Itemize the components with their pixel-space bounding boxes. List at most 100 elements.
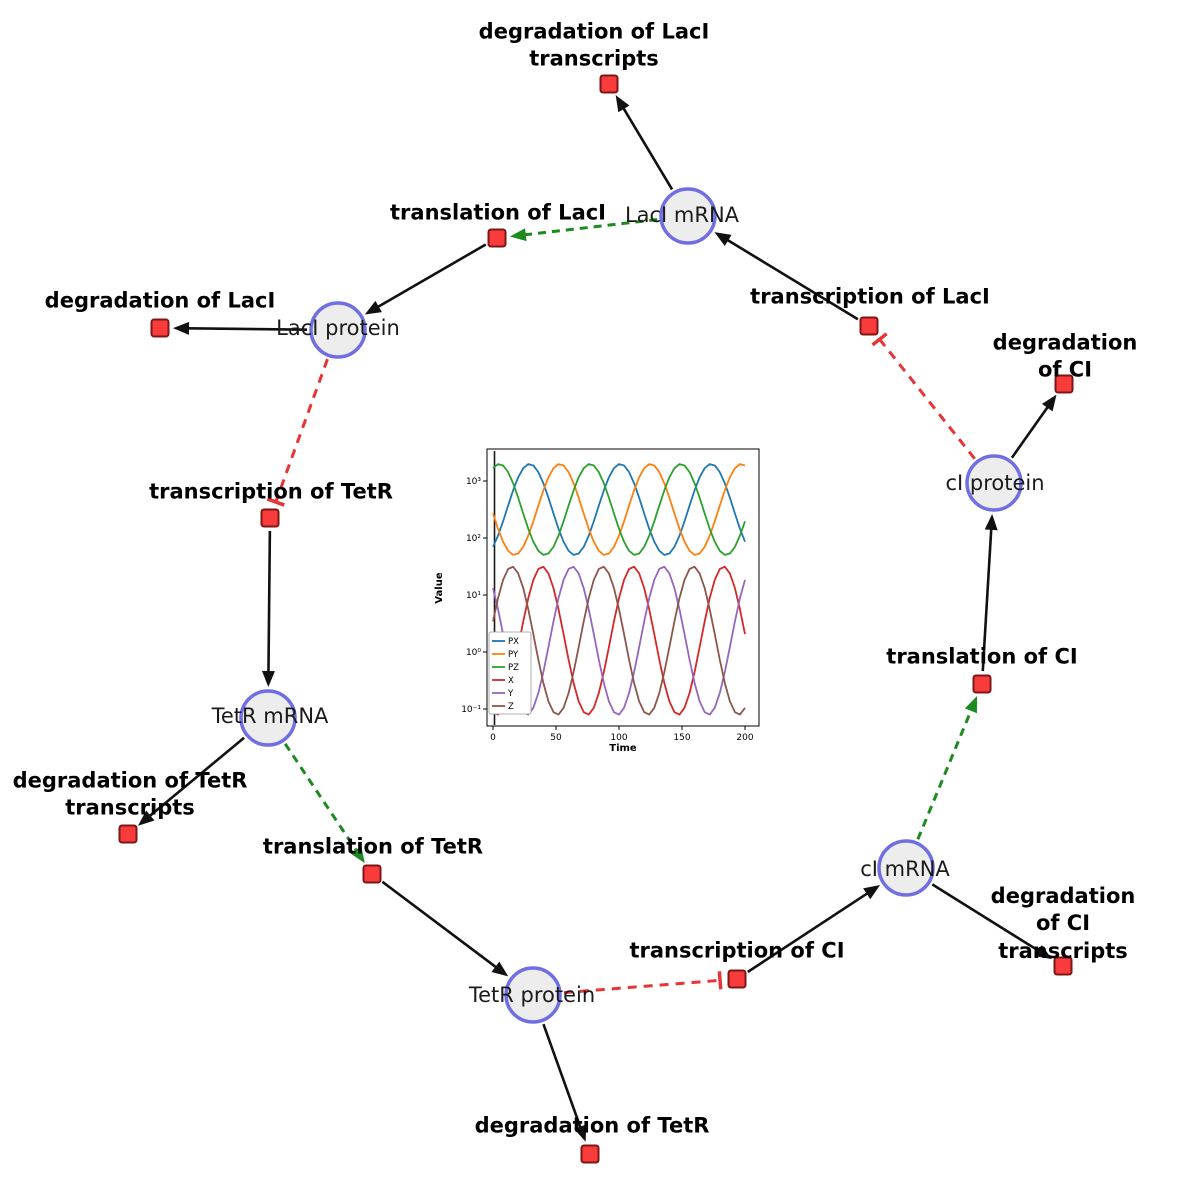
edge-laci_mrna-deg_laci_tx — [615, 95, 674, 191]
reaction-node-transc_ci[interactable] — [727, 969, 747, 989]
reaction-node-deg_ci_tx[interactable] — [1053, 956, 1073, 976]
edge-transc_laci-laci_mrna — [714, 232, 859, 321]
edge-ci_protein-transc_laci — [871, 332, 976, 460]
production-line — [376, 243, 487, 309]
arrowhead-icon — [1041, 394, 1057, 412]
production-line — [981, 527, 993, 672]
reaction-node-deg_tetr_tx[interactable] — [118, 824, 138, 844]
species-node-laci_mrna[interactable] — [659, 187, 717, 245]
arrowhead-icon — [984, 513, 998, 531]
edge-transc_ci-ci_mrna — [747, 885, 881, 973]
series-Y — [492, 565, 746, 716]
legend-label-PX: PX — [508, 637, 519, 647]
x-tick-label: 200 — [736, 733, 753, 743]
reaction-node-transl_tetr[interactable] — [362, 864, 382, 884]
arrowhead-icon — [138, 810, 155, 826]
legend-label-X: X — [508, 676, 514, 686]
arrowhead-icon — [615, 95, 630, 113]
y-tick-label: 10³ — [466, 477, 481, 487]
edge-laci_protein-deg_laci — [172, 321, 308, 335]
edge-tetr_protein-transc_ci — [563, 971, 723, 995]
reaction-node-deg_laci_tx[interactable] — [599, 74, 619, 94]
edge-ci_mrna-deg_ci_tx — [931, 883, 1052, 960]
consumption-line — [621, 106, 674, 191]
edge-transc_tetr-tetr_mrna — [261, 530, 275, 688]
species-node-tetr_mrna[interactable] — [239, 689, 297, 747]
inhibition-line — [878, 338, 976, 460]
arrowhead-icon — [172, 321, 190, 335]
species-node-laci_protein[interactable] — [309, 301, 367, 359]
edge-transl_ci-ci_protein — [981, 513, 998, 672]
series-PY — [492, 463, 746, 556]
inhibition-tbar-icon — [717, 971, 723, 990]
arrowhead-icon — [350, 846, 365, 864]
reaction-node-transc_laci[interactable] — [859, 316, 879, 336]
y-tick-label: 10⁻¹ — [461, 705, 481, 715]
edge-tetr_mrna-transl_tetr — [283, 742, 365, 864]
x-tick-label: 50 — [550, 733, 562, 743]
arrowhead-icon — [964, 696, 978, 714]
legend-label-PZ: PZ — [508, 663, 519, 673]
series-PX — [492, 463, 746, 556]
inhibition-line — [274, 358, 329, 503]
x-tick-label: 150 — [673, 733, 690, 743]
plot-frame — [486, 448, 760, 727]
consumption-line — [931, 883, 1041, 953]
modifier-line — [283, 742, 359, 853]
series-PZ — [492, 463, 746, 556]
modifier-line — [916, 708, 974, 840]
production-line — [747, 891, 870, 973]
arrowhead-icon — [863, 885, 881, 900]
arrowhead-icon — [714, 232, 732, 246]
edge-transl_laci-laci_protein — [364, 243, 487, 315]
edge-ci_mrna-transl_ci — [916, 696, 978, 840]
consumption-line — [186, 327, 308, 331]
reaction-node-transc_tetr[interactable] — [260, 508, 280, 528]
legend-label-Y: Y — [507, 689, 514, 699]
series-X — [492, 565, 746, 716]
legend: PX PY PZ XYZ — [488, 631, 532, 715]
arrowhead-icon — [364, 300, 382, 315]
edge-ci_protein-deg_ci — [1010, 394, 1057, 459]
production-line — [381, 880, 498, 970]
arrowhead-icon — [261, 670, 275, 688]
x-axis-title: Time — [609, 743, 637, 754]
reaction-node-deg_ci[interactable] — [1054, 374, 1074, 394]
y-tick-label: 10⁰ — [466, 648, 481, 658]
arrowhead-icon — [1034, 945, 1052, 960]
y-axis-title: Value — [434, 572, 445, 603]
edge-tetr_mrna-deg_tetr_tx — [138, 736, 245, 826]
arrowhead-icon — [491, 961, 509, 977]
reaction-node-transl_ci[interactable] — [972, 674, 992, 694]
inhibition-tbar-icon — [266, 497, 285, 507]
production-line — [725, 238, 859, 321]
species-node-ci_mrna[interactable] — [877, 839, 935, 897]
reaction-node-deg_tetr[interactable] — [580, 1144, 600, 1164]
species-node-ci_protein[interactable] — [965, 454, 1023, 512]
x-tick-label: 0 — [490, 733, 496, 743]
modifier-line — [523, 218, 658, 237]
legend-label-Z: Z — [508, 702, 514, 712]
consumption-line — [1010, 405, 1050, 459]
legend-label-PY: PY — [508, 650, 519, 660]
y-tick-label: 10¹ — [466, 591, 481, 601]
edge-tetr_protein-deg_tetr — [542, 1023, 587, 1142]
series-Z — [492, 565, 746, 716]
inhibition-tbar-icon — [871, 332, 888, 347]
consumption-line — [147, 736, 245, 818]
x-tick-label: 100 — [610, 733, 627, 743]
species-node-tetr_protein[interactable] — [504, 966, 562, 1024]
reaction-node-deg_laci[interactable] — [150, 318, 170, 338]
consumption-line — [542, 1023, 583, 1130]
edge-transl_tetr-tetr_protein — [381, 880, 509, 977]
reaction-node-transl_laci[interactable] — [487, 228, 507, 248]
edge-laci_mrna-transl_laci — [509, 218, 658, 242]
edge-laci_protein-transc_tetr — [266, 358, 329, 507]
production-line — [267, 530, 272, 674]
arrowhead-icon — [509, 228, 527, 242]
arrowhead-icon — [574, 1124, 587, 1142]
